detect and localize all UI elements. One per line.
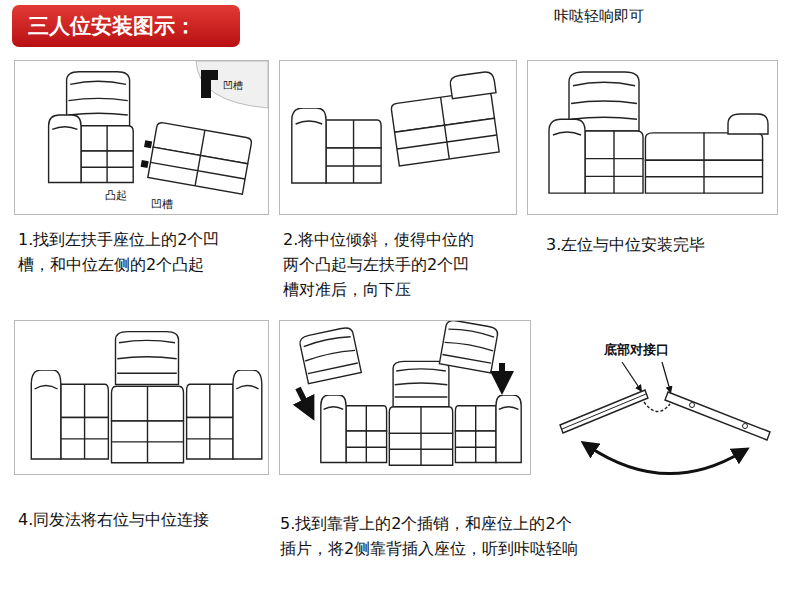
step5-drawing — [439, 319, 498, 373]
step-caption: 4.同发法将右位与中位连接 — [18, 508, 263, 533]
diagram-title: 三人位安装图示： — [12, 5, 240, 47]
step2-drawing — [388, 71, 504, 166]
step4-drawing — [31, 332, 262, 463]
joint-detail — [644, 402, 670, 412]
step2-drawing — [449, 71, 496, 99]
joint-detail — [743, 424, 748, 429]
note-text: 咔哒轻响即可 — [553, 8, 645, 25]
step3-drawing — [549, 72, 643, 193]
joint-detail — [665, 392, 770, 440]
step3-drawing — [728, 114, 768, 134]
step1-drawing — [201, 70, 218, 98]
step4-drawing — [31, 370, 108, 459]
step-caption: 2.将中位倾斜，使得中位的 两个凸起与左扶手的2个凹 槽对准后，向下压 — [283, 228, 483, 302]
step1-drawing — [148, 122, 252, 194]
step2-drawing — [391, 90, 499, 166]
joint-detail — [690, 403, 695, 408]
leader-line — [662, 362, 670, 390]
step4-drawing — [112, 386, 184, 462]
step-panel: 4.同发法将右位与中位连接 — [14, 320, 269, 475]
step-panel: 2.将中位倾斜，使得中位的 两个凸起与左扶手的2个凹 槽对准后，向下压 — [279, 60, 517, 215]
step5-drawing — [389, 407, 452, 465]
step1-drawing — [49, 61, 268, 194]
step2-drawing — [292, 108, 381, 183]
joint-detail — [560, 362, 770, 474]
step-caption: 5.找到靠背上的2个插销，和座位上的2个 插片，将2侧靠背插入座位，听到咔哒轻响 — [280, 512, 580, 562]
callout-label: 凸起 — [104, 190, 128, 203]
step-caption: 3.左位与中位安装完毕 — [546, 233, 776, 258]
step1-drawing — [196, 61, 268, 108]
callout-label: 凹槽 — [222, 80, 244, 92]
step1-drawing — [49, 72, 134, 183]
step5-drawing — [321, 395, 387, 463]
step5-drawing — [299, 326, 362, 383]
step-caption: 1.找到左扶手座位上的2个凹 槽，和中位左侧的2个凸起 — [18, 228, 230, 278]
step5-drawing — [298, 319, 521, 465]
step5-drawing — [439, 319, 498, 373]
title-banner: 三人位安装图示： — [12, 5, 240, 47]
step-panel: 3.左位与中位安装完毕 — [527, 60, 778, 215]
step5-drawing — [299, 326, 362, 383]
joint-detail — [560, 390, 648, 433]
step4-drawing — [187, 370, 262, 459]
step5-drawing — [455, 395, 521, 463]
rotation-arrow — [588, 446, 742, 474]
push-arrow — [499, 363, 505, 383]
step4-drawing — [116, 332, 179, 385]
step5-drawing — [393, 361, 449, 406]
step3-drawing — [549, 72, 768, 193]
push-arrow — [298, 388, 309, 410]
step3-drawing — [645, 133, 762, 193]
callout-label: 底部对接口 — [603, 343, 670, 358]
leader-line — [622, 362, 640, 389]
step2-drawing — [292, 71, 504, 183]
step1-drawing — [141, 140, 153, 168]
joint-detail — [562, 394, 646, 429]
step-panel: 5.找到靠背上的2个插销，和座位上的2个 插片，将2侧靠背插入座位，听到咔哒轻响 — [279, 320, 531, 475]
callout-label: 凹槽 — [150, 199, 174, 212]
step1-drawing — [139, 120, 252, 194]
